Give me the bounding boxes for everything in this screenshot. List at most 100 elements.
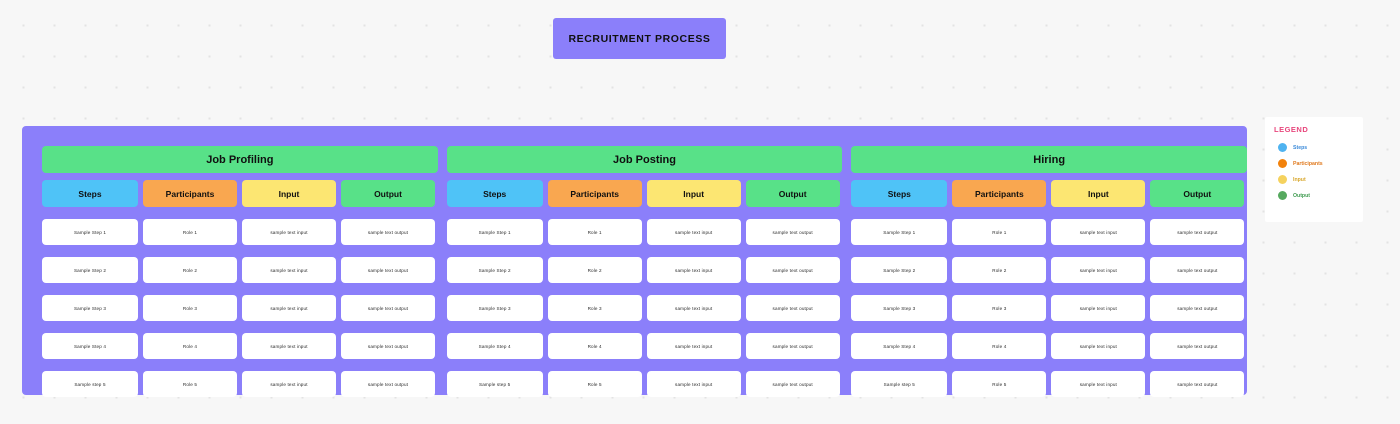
column-header-output: Output: [1150, 180, 1245, 207]
circle-icon: [1278, 159, 1287, 168]
legend-item-input: Input: [1274, 175, 1363, 184]
cell-input[interactable]: sample text input: [646, 371, 741, 397]
cell-participant[interactable]: Role 2: [952, 257, 1047, 283]
cell-step[interactable]: Sample step 5: [42, 371, 138, 397]
cell-step[interactable]: Sample Step 4: [851, 333, 948, 359]
cell-output[interactable]: sample text output: [341, 219, 435, 245]
cell-step[interactable]: Sample Step 3: [446, 295, 543, 321]
cell-input[interactable]: sample text input: [1051, 219, 1146, 245]
cell-output[interactable]: sample text output: [1150, 333, 1245, 359]
cell-participant[interactable]: Role 3: [143, 295, 237, 321]
cell-participant[interactable]: Role 5: [143, 371, 237, 397]
table-row: Sample Step 3 Role 3 sample text input s…: [851, 295, 1247, 321]
cell-output[interactable]: sample text output: [745, 295, 840, 321]
circle-icon: [1278, 191, 1287, 200]
table-hiring: Hiring Steps Participants Input Output S…: [851, 146, 1248, 397]
legend-item-output: Output: [1274, 191, 1363, 200]
table-row: Sample step 5 Role 5 sample text input s…: [42, 371, 438, 397]
column-header-input: Input: [242, 180, 336, 207]
table-row: Sample Step 4 Role 4 sample text input s…: [851, 333, 1247, 359]
column-header-participants: Participants: [547, 180, 642, 207]
cell-step[interactable]: Sample Step 4: [446, 333, 543, 359]
cell-output[interactable]: sample text output: [341, 371, 435, 397]
cell-input[interactable]: sample text input: [242, 371, 336, 397]
cell-step[interactable]: Sample Step 1: [851, 219, 948, 245]
cell-output[interactable]: sample text output: [745, 257, 840, 283]
process-board: Job Profiling Steps Participants Input O…: [22, 126, 1248, 397]
cell-output[interactable]: sample text output: [341, 295, 435, 321]
cell-step[interactable]: Sample Step 1: [446, 219, 543, 245]
table-job-profiling: Job Profiling Steps Participants Input O…: [42, 146, 438, 397]
cell-participant[interactable]: Role 5: [952, 371, 1047, 397]
cell-input[interactable]: sample text input: [646, 219, 741, 245]
column-header-output: Output: [745, 180, 840, 207]
table-row: Sample Step 2 Role 2 sample text input s…: [851, 257, 1247, 283]
cell-step[interactable]: Sample Step 1: [42, 219, 138, 245]
table-row: Sample Step 3 Role 3 sample text input s…: [42, 295, 438, 321]
cell-input[interactable]: sample text input: [1051, 257, 1146, 283]
table-row: Sample Step 2 Role 2 sample text input s…: [446, 257, 843, 283]
cell-input[interactable]: sample text input: [646, 333, 741, 359]
table-row: Sample Step 2 Role 2 sample text input s…: [42, 257, 438, 283]
cell-output[interactable]: sample text output: [341, 257, 435, 283]
table-row: Sample step 5 Role 5 sample text input s…: [446, 371, 843, 397]
cell-input[interactable]: sample text input: [242, 257, 336, 283]
table-title: Hiring: [851, 146, 1248, 173]
cell-input[interactable]: sample text input: [242, 219, 336, 245]
table-row: Sample Step 3 Role 3 sample text input s…: [446, 295, 843, 321]
cell-output[interactable]: sample text output: [1150, 257, 1245, 283]
circle-icon: [1278, 175, 1287, 184]
table-header-row: Steps Participants Input Output: [446, 180, 843, 207]
cell-input[interactable]: sample text input: [1051, 295, 1146, 321]
cell-step[interactable]: Sample step 5: [851, 371, 948, 397]
legend-item-label: Steps: [1293, 144, 1308, 151]
cell-step[interactable]: Sample Step 2: [446, 257, 543, 283]
table-job-posting: Job Posting Steps Participants Input Out…: [446, 146, 843, 397]
column-header-input: Input: [646, 180, 741, 207]
column-header-steps: Steps: [446, 180, 543, 207]
cell-participant[interactable]: Role 4: [952, 333, 1047, 359]
table-row: Sample Step 1 Role 1 sample text input s…: [42, 219, 438, 245]
table-row: Sample Step 1 Role 1 sample text input s…: [446, 219, 843, 245]
legend-title: LEGEND: [1274, 125, 1309, 134]
table-row: Sample Step 4 Role 4 sample text input s…: [42, 333, 438, 359]
cell-output[interactable]: sample text output: [1150, 219, 1245, 245]
cell-output[interactable]: sample text output: [745, 333, 840, 359]
diagram-title-box[interactable]: RECRUITMENT PROCESS: [553, 18, 726, 59]
cell-output[interactable]: sample text output: [1150, 371, 1245, 397]
column-header-participants: Participants: [952, 180, 1047, 207]
cell-participant[interactable]: Role 1: [952, 219, 1047, 245]
cell-participant[interactable]: Role 1: [143, 219, 237, 245]
cell-input[interactable]: sample text input: [242, 295, 336, 321]
cell-input[interactable]: sample text input: [1051, 333, 1146, 359]
cell-participant[interactable]: Role 4: [143, 333, 237, 359]
cell-participant[interactable]: Role 1: [547, 219, 642, 245]
table-row: Sample Step 4 Role 4 sample text input s…: [446, 333, 843, 359]
cell-step[interactable]: Sample Step 4: [42, 333, 138, 359]
cell-participant[interactable]: Role 3: [952, 295, 1047, 321]
cell-participant[interactable]: Role 5: [547, 371, 642, 397]
cell-participant[interactable]: Role 2: [547, 257, 642, 283]
cell-input[interactable]: sample text input: [646, 295, 741, 321]
legend-item-label: Input: [1293, 176, 1306, 183]
cell-step[interactable]: Sample step 5: [446, 371, 543, 397]
column-header-input: Input: [1051, 180, 1146, 207]
cell-output[interactable]: sample text output: [341, 333, 435, 359]
column-header-output: Output: [341, 180, 435, 207]
cell-step[interactable]: Sample Step 2: [42, 257, 138, 283]
table-title: Job Posting: [446, 146, 843, 173]
cell-step[interactable]: Sample Step 3: [42, 295, 138, 321]
cell-input[interactable]: sample text input: [646, 257, 741, 283]
cell-output[interactable]: sample text output: [1150, 295, 1245, 321]
cell-output[interactable]: sample text output: [745, 371, 840, 397]
cell-participant[interactable]: Role 4: [547, 333, 642, 359]
cell-participant[interactable]: Role 2: [143, 257, 237, 283]
circle-icon: [1278, 143, 1287, 152]
cell-output[interactable]: sample text output: [745, 219, 840, 245]
cell-input[interactable]: sample text input: [1051, 371, 1146, 397]
cell-step[interactable]: Sample Step 2: [851, 257, 948, 283]
cell-participant[interactable]: Role 3: [547, 295, 642, 321]
cell-step[interactable]: Sample Step 3: [851, 295, 948, 321]
legend-panel: LEGEND Steps Participants Input Output: [1265, 117, 1363, 222]
cell-input[interactable]: sample text input: [242, 333, 336, 359]
